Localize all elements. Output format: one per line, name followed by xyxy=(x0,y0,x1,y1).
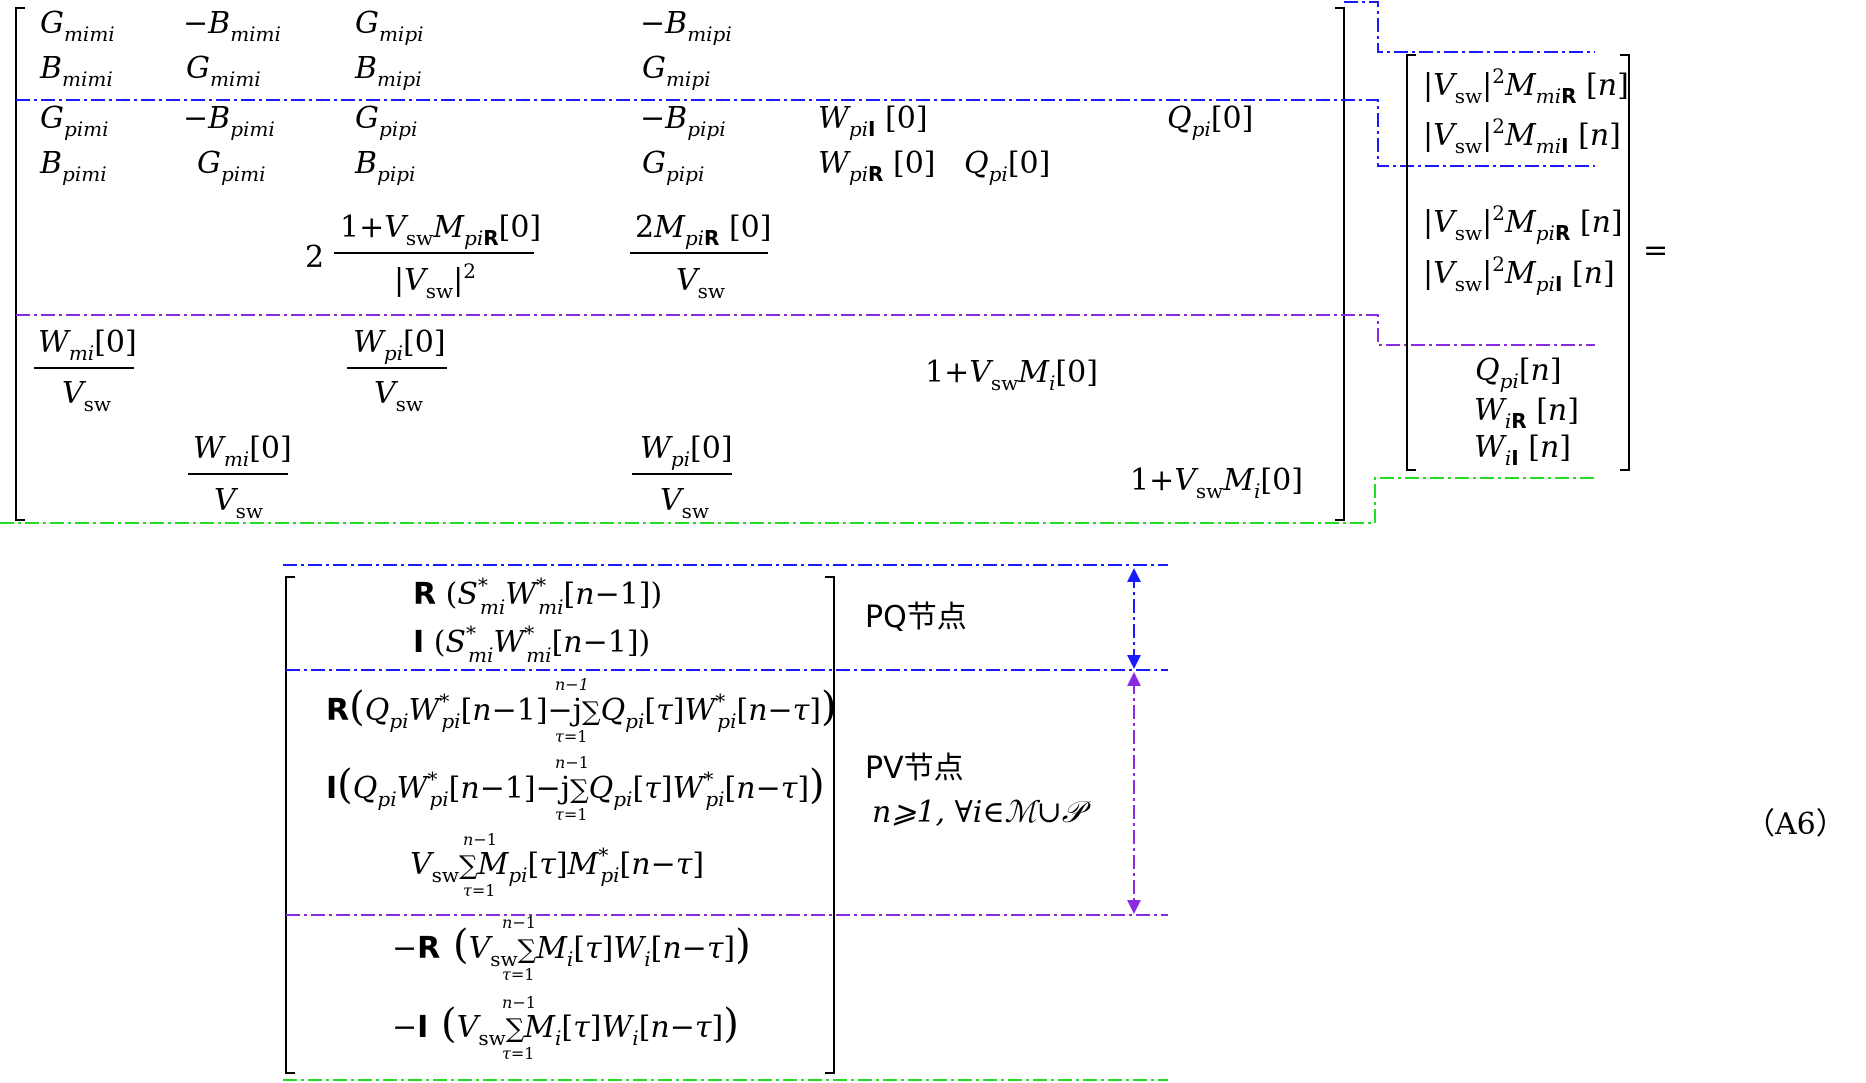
rhs-entry-1: R (S*miW*mi[n−1]) xyxy=(413,573,662,619)
entry-r3c2: −Bpimi xyxy=(183,101,275,141)
rhs-entry-3-sum-lower: τ=1 xyxy=(555,727,587,746)
rhs-left-bracket xyxy=(285,576,295,1074)
rhs-entry-2: I (S*miW*mi[n−1]) xyxy=(413,621,650,667)
rhs-entry-5-sum-lower: τ=1 xyxy=(463,881,495,900)
entry-r7c8: 1+VswMi[0] xyxy=(1130,463,1303,503)
entry-r6c7: 1+VswMi[0] xyxy=(925,355,1098,395)
unknown-entry-3: |Vsw|2MpiR [n] xyxy=(1423,201,1623,245)
entry-r4c4: Gpipi xyxy=(642,146,704,186)
rhs-entry-5-sum-upper: n−1 xyxy=(463,830,497,849)
entry-r7c4-numerator: Wpi[0] xyxy=(640,431,733,471)
entry-r6c3-denominator: Vsw xyxy=(374,376,423,416)
entry-r7c2-denominator: Vsw xyxy=(214,483,263,523)
matrix-right-bracket xyxy=(1335,7,1345,521)
rhs-entry-3: R(QpiW*pi[n−1]−j∑Qpi[τ]W*pi[n−τ]) xyxy=(326,684,837,733)
entry-r4c2: Gpimi xyxy=(197,146,266,186)
unknown-left-bracket xyxy=(1406,54,1416,471)
unknown-entry-2: |Vsw|2MmiI [n] xyxy=(1423,114,1621,158)
entry-r2c4: Gmipi xyxy=(642,51,711,91)
unknown-entry-6: WiR [n] xyxy=(1474,393,1579,433)
entry-r1c1: Gmimi xyxy=(40,6,115,46)
entry-r2c3: Bmipi xyxy=(354,51,422,91)
rhs-entry-3-sum-upper: n−1 xyxy=(555,675,589,694)
entry-r4c3: Bpipi xyxy=(354,146,415,186)
entry-r3c5: WpiI [0] xyxy=(818,101,928,141)
entry-r1c3: Gmipi xyxy=(355,6,424,46)
rhs-entry-7: −I (Vsw∑Mi[τ]Wi[n−τ]) xyxy=(392,1001,739,1050)
entry-r3c3: Gpipi xyxy=(355,101,417,141)
rhs-entry-4-sum-lower: τ=1 xyxy=(555,805,587,824)
rhs-entry-7-sum-upper: n−1 xyxy=(502,993,536,1012)
entry-r3c4: −Bpipi xyxy=(640,101,726,141)
entry-r2c2: Gmimi xyxy=(186,51,261,91)
pq-range-arrow xyxy=(1127,568,1141,669)
separator-pq-pv-blue xyxy=(16,99,1595,167)
entry-r5c3-numerator: 1+VswMpiR[0] xyxy=(340,210,541,250)
entry-r5c4-numerator: 2MpiR [0] xyxy=(635,210,771,250)
entry-r3c8: Qpi[0] xyxy=(1167,101,1253,141)
rhs-entry-6-sum-upper: n−1 xyxy=(502,913,536,932)
entry-r5-factor-2: 2 xyxy=(305,240,324,275)
rhs-entry-4-sum-upper: n−1 xyxy=(555,753,589,772)
pv-condition-label: n⩾1, ∀i∈ℳ∪𝒫 xyxy=(872,795,1092,830)
entry-r1c2: −Bmimi xyxy=(183,6,281,46)
entry-r1c4: −Bmipi xyxy=(640,6,732,46)
entry-r6c3-numerator: Wpi[0] xyxy=(353,325,446,365)
entry-r5c3-denominator: |Vsw|2 xyxy=(394,259,476,303)
unknown-entry-7: WiI [n] xyxy=(1474,430,1571,470)
entry-r2c1: Bmimi xyxy=(39,51,113,91)
separator-bottom-green xyxy=(0,477,1595,524)
unknown-entry-5: Qpi[n] xyxy=(1475,353,1562,393)
equation-number: （A6） xyxy=(1745,807,1846,842)
rhs-entry-6: −R (Vsw∑Mi[τ]Wi[n−τ]) xyxy=(392,922,751,971)
entry-r6c1-denominator: Vsw xyxy=(62,376,111,416)
entry-r6c1-numerator: Wmi[0] xyxy=(38,325,137,365)
separator-pv-purple xyxy=(16,314,1595,346)
entry-r5c4-denominator: Vsw xyxy=(676,263,725,303)
entry-r4c5: WpiR [0] xyxy=(818,146,935,186)
unknown-entry-1: |Vsw|2MmiR [n] xyxy=(1423,64,1629,108)
entry-r4c1: Bpimi xyxy=(39,146,107,186)
separator-top-blue xyxy=(1344,1,1595,53)
rhs-entry-5: Vsw∑Mpi[τ]M*pi[n−τ] xyxy=(410,843,704,887)
entry-r3c1: Gpimi xyxy=(40,101,109,141)
unknown-entry-4: |Vsw|2MpiI [n] xyxy=(1423,252,1615,296)
rhs-right-bracket xyxy=(825,576,835,1074)
pq-node-label: PQ节点 xyxy=(865,600,967,635)
pv-node-label: PV节点 xyxy=(865,751,964,786)
entry-r7c2-numerator: Wmi[0] xyxy=(193,431,292,471)
entry-r7c4-denominator: Vsw xyxy=(660,483,709,523)
matrix-left-bracket xyxy=(15,7,25,521)
rhs-entry-7-sum-lower: τ=1 xyxy=(502,1044,534,1063)
equals-sign: = xyxy=(1643,233,1668,268)
rhs-entry-6-sum-lower: τ=1 xyxy=(502,965,534,984)
entry-r4c6: Qpi[0] xyxy=(964,146,1050,186)
unknown-right-bracket xyxy=(1620,54,1630,471)
pv-range-arrow xyxy=(1127,672,1141,914)
